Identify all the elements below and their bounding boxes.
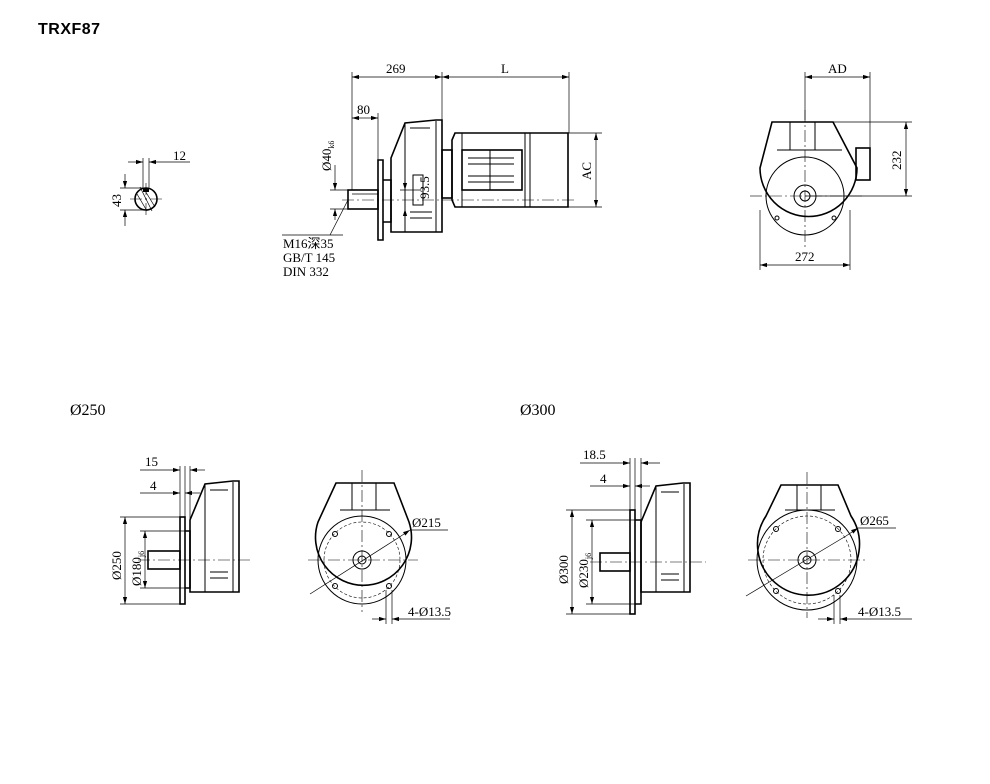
flange-300-dim-pcd: Ø265	[860, 513, 889, 528]
dim-shaft-height: 43	[109, 194, 124, 207]
dim-flange-to-center: 269	[386, 61, 406, 76]
flange-250-front-housing	[314, 482, 413, 587]
svg-text:Ø230j6: Ø230j6	[576, 553, 593, 588]
flange-300-dim-outer: Ø300	[556, 555, 571, 584]
flange-300-dim-spigot: Ø230	[576, 559, 591, 588]
dim-motor-length: L	[501, 61, 509, 76]
front-view: AD 232 272	[750, 61, 912, 270]
flange-300-dim-18-5: 18.5	[583, 447, 606, 462]
dim-shaft-diameter: Ø40	[319, 149, 334, 171]
dim-shaft-diameter-tolerance: k6	[327, 141, 336, 149]
flange-300-front-view: Ø265 4-Ø13.5	[745, 472, 912, 624]
svg-text:Ø180j6: Ø180j6	[129, 551, 146, 586]
shaft-cross-section: 12 43	[109, 148, 190, 226]
dim-width: 272	[795, 249, 815, 264]
gearbox-housing	[390, 119, 443, 233]
output-shaft	[347, 189, 379, 210]
flange-250-dim-pcd: Ø215	[412, 515, 441, 530]
heading-flange-300: Ø300	[520, 402, 556, 419]
flange-250-dim-15: 15	[145, 454, 158, 469]
flange-300-housing	[640, 482, 691, 593]
svg-text:Ø40k6: Ø40k6	[319, 141, 336, 171]
drawing-title: TRXF87	[38, 21, 101, 38]
flange-300-side-view: 18.5 4 Ø300 Ø230j6	[556, 447, 706, 615]
flange-250-dim-4: 4	[150, 478, 157, 493]
dim-key-height: 93.5	[417, 176, 432, 199]
flange-250-housing	[189, 480, 240, 593]
side-view: 269 L 80 Ø40k6 93.5 AC M16深35 GB/T 145 D…	[282, 61, 602, 279]
mounting-flange	[377, 159, 384, 241]
dim-keyway-width: 12	[173, 148, 186, 163]
dim-ad: AD	[828, 61, 847, 76]
flange-300-front-housing	[756, 484, 861, 596]
flange-250-dim-spigot-tolerance: j6	[137, 551, 146, 558]
front-terminal-box	[855, 147, 871, 181]
motor-body	[451, 132, 569, 208]
dim-motor-diameter: AC	[579, 162, 594, 180]
thread-note-3: DIN 332	[283, 264, 329, 279]
dim-height: 232	[889, 151, 904, 171]
flange-300-plate	[629, 509, 636, 615]
flange-250-side-view: 15 4 Ø250 Ø180j6	[109, 454, 252, 605]
thread-note-2: GB/T 145	[283, 250, 335, 265]
flange-300-dim-holes: 4-Ø13.5	[858, 604, 901, 619]
flange-250-dim-spigot: Ø180	[129, 557, 144, 586]
thread-note-1: M16深35	[283, 236, 334, 251]
flange-300-dim-spigot-tolerance: j6	[584, 553, 593, 560]
flange-250-dim-outer: Ø250	[109, 551, 124, 580]
front-housing-outline	[759, 121, 858, 218]
flange-250-dim-holes: 4-Ø13.5	[408, 604, 451, 619]
dim-shaft-length: 80	[357, 102, 370, 117]
flange-250-plate	[179, 516, 186, 605]
terminal-box	[461, 149, 523, 191]
flange-300-dim-4: 4	[600, 471, 607, 486]
heading-flange-250: Ø250	[70, 402, 106, 419]
flange-250-front-view: Ø215 4-Ø13.5	[308, 470, 451, 624]
